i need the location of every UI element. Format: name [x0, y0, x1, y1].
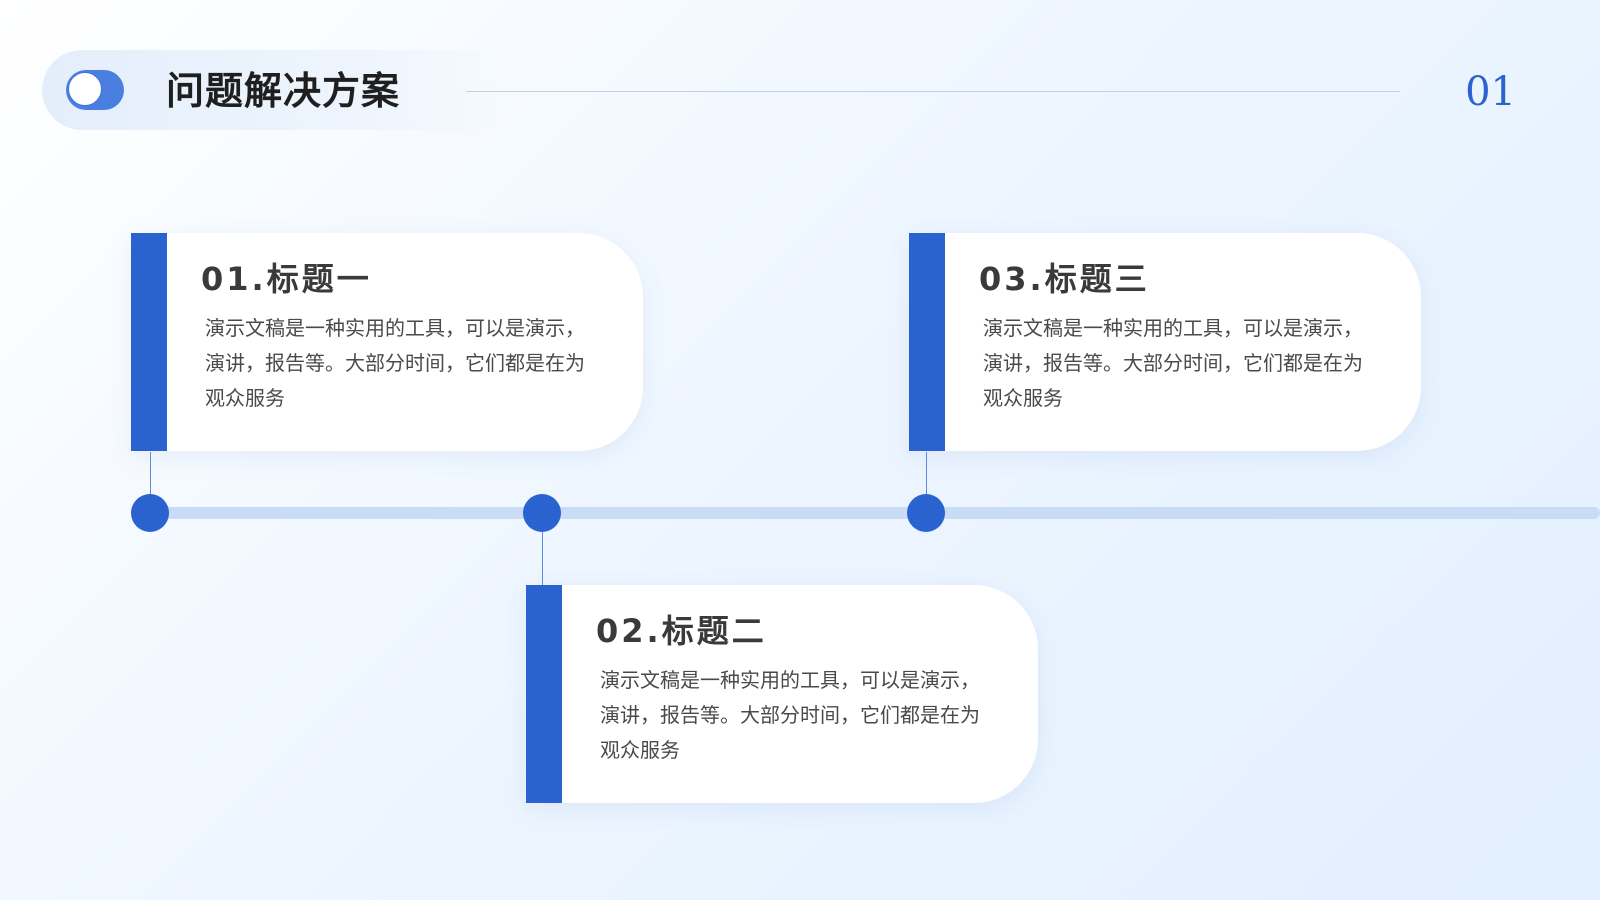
card-accent-bar: [131, 233, 167, 451]
card-title: 02.标题二: [596, 612, 767, 650]
card-body: 演示文稿是一种实用的工具，可以是演示，演讲，报告等。大部分时间，它们都是在为观众…: [205, 316, 585, 410]
timeline-connector-3: [926, 452, 927, 496]
timeline-dot-2: [523, 494, 561, 532]
card-title: 03.标题三: [979, 260, 1150, 298]
toggle-icon: [66, 70, 124, 110]
page-title: 问题解决方案: [166, 69, 401, 113]
card-body: 演示文稿是一种实用的工具，可以是演示，演讲，报告等。大部分时间，它们都是在为观众…: [983, 316, 1363, 410]
timeline-connector-1: [150, 452, 151, 496]
timeline-connector-2: [542, 530, 543, 586]
page-number: 01: [1465, 69, 1516, 115]
toggle-knob: [68, 72, 102, 106]
timeline-dot-3: [907, 494, 945, 532]
card-title: 01.标题一: [201, 260, 372, 298]
timeline-card-3: 03.标题三 演示文稿是一种实用的工具，可以是演示，演讲，报告等。大部分时间，它…: [909, 233, 1421, 451]
header-divider: [466, 91, 1400, 92]
timeline-dot-1: [131, 494, 169, 532]
card-accent-bar: [526, 585, 562, 803]
timeline-card-2: 02.标题二 演示文稿是一种实用的工具，可以是演示，演讲，报告等。大部分时间，它…: [526, 585, 1038, 803]
card-accent-bar: [909, 233, 945, 451]
timeline-track: [150, 507, 1600, 519]
card-body: 演示文稿是一种实用的工具，可以是演示，演讲，报告等。大部分时间，它们都是在为观众…: [600, 668, 980, 762]
timeline-card-1: 01.标题一 演示文稿是一种实用的工具，可以是演示，演讲，报告等。大部分时间，它…: [131, 233, 643, 451]
